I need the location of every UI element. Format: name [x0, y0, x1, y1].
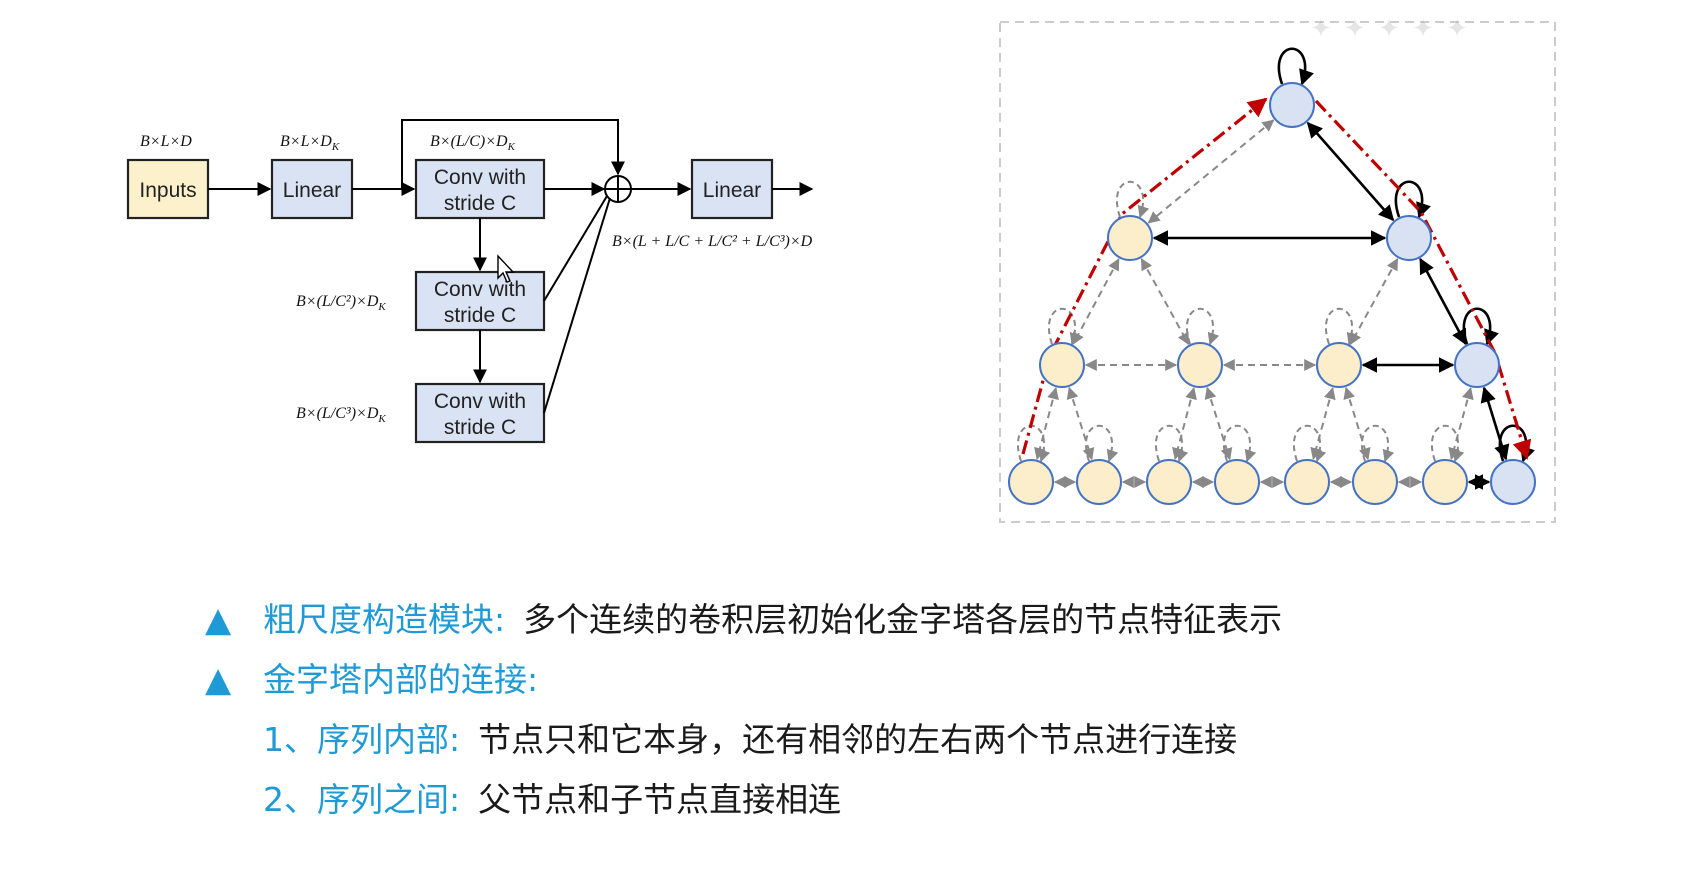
pyramid-node-l2-3: [1454, 342, 1500, 388]
bullet-key: 2、序列之间:: [263, 780, 461, 819]
attention-path-right: [1314, 99, 1532, 460]
dim-inputs: B×L×D: [140, 133, 192, 150]
inter-level-edge: [1140, 257, 1190, 346]
bullet-key: 金字塔内部的连接:: [263, 660, 539, 699]
inter-level-edge: [1349, 257, 1399, 346]
linear-box-1: Linear: [270, 158, 354, 220]
mouse-cursor-icon: [497, 254, 515, 283]
pyramid-node-l3-2: [1146, 459, 1192, 505]
self-loop-edge: [1360, 424, 1395, 463]
svg-text:stride C: stride C: [444, 304, 516, 327]
inputs-box: Inputs: [126, 158, 210, 220]
pyramid-node-l3-1: [1076, 459, 1122, 505]
bullet-value: 多个连续的卷积层初始化金字塔各层的节点特征表示: [523, 600, 1283, 639]
csc-diagram: B×L×D B×L×DK B×(L/C)×DK B×(L/C²)×DK B×(L…: [126, 119, 814, 444]
pyramid-node-l1-1: [1386, 215, 1432, 261]
conv-box-2: Conv with stride C: [414, 270, 546, 332]
inter-level-edge: [1172, 387, 1197, 460]
pyramid-node-l3-0: [1008, 459, 1054, 505]
bullet-value: 父节点和子节点直接相连: [478, 780, 842, 819]
pyramid-node-l3-7: [1490, 459, 1536, 505]
svg-text:Conv with: Conv with: [434, 390, 526, 413]
bullet-row-2: ▲ 金字塔内部的连接:: [205, 660, 538, 700]
triangle-icon: ▲: [205, 600, 232, 640]
inter-level-edge: [1147, 119, 1275, 224]
inter-level-edge: [1343, 386, 1371, 461]
inter-level-edge: [1448, 386, 1474, 461]
dim-conv1: B×(L/C)×DK: [430, 133, 516, 153]
svg-text:Inputs: Inputs: [139, 179, 196, 202]
self-loop-edge: [1154, 424, 1189, 463]
self-loop-edge: [1292, 424, 1327, 463]
inter-level-edge: [1204, 386, 1233, 461]
pyramid-graph: [999, 21, 1556, 523]
conv-box-1: Conv with stride C: [414, 158, 546, 220]
inter-level-edge: [1072, 258, 1120, 345]
pyramid-node-l3-3: [1214, 459, 1260, 505]
inter-level-edge: [1306, 121, 1395, 222]
bullet-value: 节点只和它本身，还有相邻的左右两个节点进行连接: [478, 720, 1238, 759]
watermark: ✦ ✦ ✦ ✦ ✦: [1310, 14, 1470, 44]
bullet-row-3: 1、序列内部: 节点只和它本身，还有相邻的左右两个节点进行连接: [263, 720, 1237, 760]
pyramid-node-l3-5: [1352, 459, 1398, 505]
pyramid-node-l2-2: [1316, 342, 1362, 388]
inter-level-edge: [1034, 387, 1059, 460]
flow-arrows: [208, 119, 814, 414]
pyramid-node-l2-0: [1039, 342, 1085, 388]
dim-output: B×(L + L/C + L/C² + L/C³)×D: [612, 233, 813, 250]
linear-box-2: Linear: [690, 158, 774, 220]
svg-text:Conv with: Conv with: [434, 166, 526, 189]
inter-level-edge: [1310, 386, 1336, 461]
self-loop-edge: [1394, 180, 1431, 219]
self-loop-edge: [1462, 307, 1499, 346]
self-loop-edge: [1222, 424, 1257, 463]
dim-conv2: B×(L/C²)×DK: [296, 293, 386, 313]
pyramid-node-l3-6: [1422, 459, 1468, 505]
self-loop-edge: [1185, 307, 1220, 346]
attention-path-left: [1021, 97, 1268, 455]
bullet-key: 1、序列内部:: [263, 720, 461, 759]
pyramid-node-l3-4: [1284, 459, 1330, 505]
svg-text:stride C: stride C: [444, 192, 516, 215]
svg-text:Linear: Linear: [283, 179, 341, 202]
self-loop-edge: [1324, 307, 1359, 346]
bullet-row-1: ▲ 粗尺度构造模块: 多个连续的卷积层初始化金字塔各层的节点特征表示: [205, 600, 1282, 640]
inter-level-edge: [1419, 257, 1467, 346]
inter-level-edge: [1480, 386, 1510, 461]
conv-box-3: Conv with stride C: [414, 382, 546, 444]
pyramid-node-l0-0: [1269, 82, 1315, 128]
self-loop-edge: [1084, 424, 1119, 463]
svg-text:stride C: stride C: [444, 416, 516, 439]
svg-text:Linear: Linear: [703, 179, 761, 202]
pyramid-frame: [999, 21, 1556, 523]
svg-text:Conv with: Conv with: [434, 278, 526, 301]
dim-linear1: B×L×DK: [280, 133, 340, 153]
inter-level-edge: [1066, 386, 1095, 461]
pyramid-node-l1-0: [1107, 215, 1153, 261]
pyramid-node-l2-1: [1177, 342, 1223, 388]
bullet-key: 粗尺度构造模块:: [263, 600, 506, 639]
self-loop-edge: [1277, 47, 1314, 86]
self-loop-edge: [1047, 307, 1082, 346]
self-loop-edge: [1016, 424, 1051, 463]
self-loop-edge: [1115, 180, 1150, 219]
dim-conv3: B×(L/C³)×DK: [296, 405, 386, 425]
self-loop-edge: [1430, 424, 1465, 463]
triangle-icon: ▲: [205, 660, 232, 700]
bullet-row-4: 2、序列之间: 父节点和子节点直接相连: [263, 780, 841, 820]
